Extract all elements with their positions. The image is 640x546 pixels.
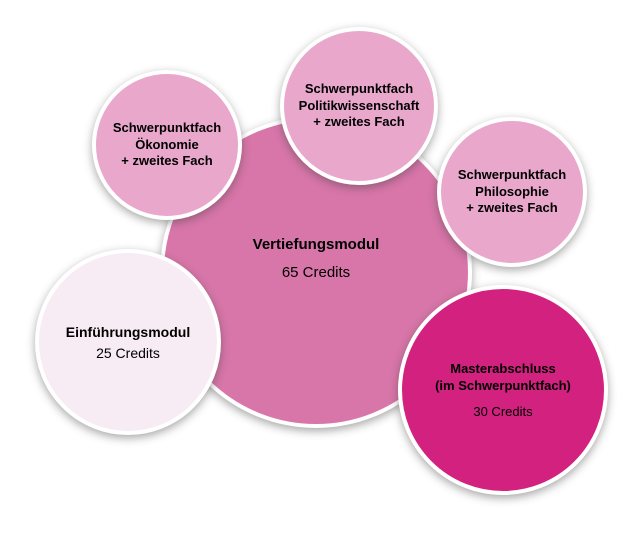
vertiefungsmodul-title: Vertiefungsmodul xyxy=(252,235,380,253)
circle-einfuehrungsmodul: Einführungsmodul 25 Credits xyxy=(35,249,221,435)
einfuehrungsmodul-text: Einführungsmodul 25 Credits xyxy=(58,323,198,361)
vertiefungsmodul-text: Vertiefungsmodul 65 Credits xyxy=(245,235,388,282)
oekonomie-label: Schwerpunktfach Ökonomie + zweites Fach xyxy=(112,119,222,169)
circle-masterabschluss: Masterabschluss (im Schwerpunktfach) 30 … xyxy=(398,285,608,495)
philosophie-label: Schwerpunktfach Philosophie + zweites Fa… xyxy=(457,166,567,216)
politikwissenschaft-label: Schwerpunktfach Politikwissenschaft + zw… xyxy=(298,80,420,130)
masterabschluss-text: Masterabschluss (im Schwerpunktfach) 30 … xyxy=(427,361,579,419)
vertiefungsmodul-credits: 65 Credits xyxy=(281,264,351,282)
circle-schwerpunktfach-philosophie: Schwerpunktfach Philosophie + zweites Fa… xyxy=(437,117,587,267)
einfuehrungsmodul-credits: 25 Credits xyxy=(96,345,160,362)
masterabschluss-title: Masterabschluss (im Schwerpunktfach) xyxy=(435,361,571,393)
circle-schwerpunktfach-oekonomie: Schwerpunktfach Ökonomie + zweites Fach xyxy=(92,70,242,220)
circle-schwerpunktfach-politikwissenschaft: Schwerpunktfach Politikwissenschaft + zw… xyxy=(280,27,438,185)
einfuehrungsmodul-title: Einführungsmodul xyxy=(65,323,191,340)
masterabschluss-credits: 30 Credits xyxy=(473,403,533,419)
